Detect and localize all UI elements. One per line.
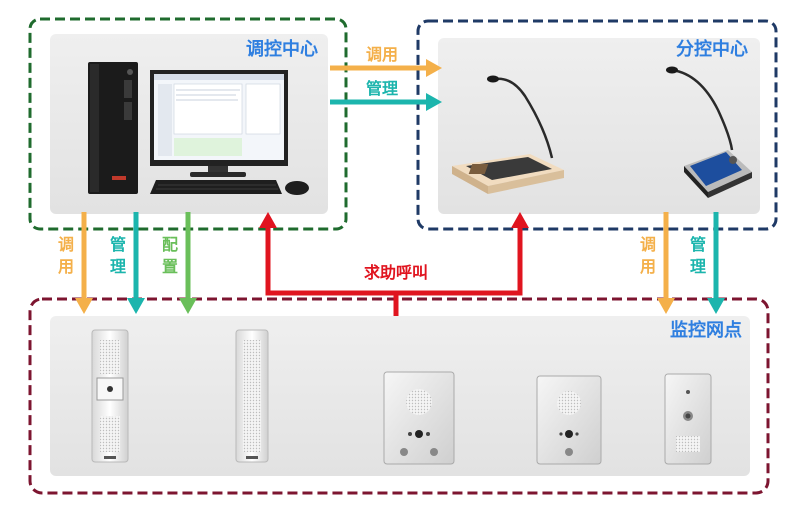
edge-left-manage: 管 理 (110, 212, 145, 314)
control-center-node: 调控中心 (28, 17, 348, 231)
sub-control-terminal-icon (666, 66, 752, 198)
edge-right-call-label-2: 用 (640, 257, 656, 276)
edge-left-call-label-2: 用 (58, 257, 74, 276)
keyboard-icon (150, 180, 282, 194)
column-speaker-icon (235, 329, 269, 463)
sub-control-center-node: 分控中心 (416, 19, 778, 231)
sub-control-center-title: 分控中心 (676, 38, 748, 60)
edge-right-manage-label-1: 管 (690, 235, 706, 254)
edge-left-manage-label-1: 管 (110, 235, 126, 254)
edge-right-call-label-1: 调 (640, 235, 656, 254)
help-intercom-panel-2-icon (536, 375, 602, 465)
edge-left-manage-label-2: 理 (110, 257, 126, 276)
monitoring-points-title: 监控网点 (670, 319, 742, 341)
edge-top-call-label: 调用 (366, 45, 398, 64)
edge-left-call-label-1: 调 (58, 235, 74, 254)
mouse-icon (285, 181, 309, 195)
edge-right-manage: 管 理 (690, 212, 725, 314)
edge-top-call: 调用 (330, 45, 442, 77)
edge-top-manage: 管理 (330, 79, 442, 111)
help-intercom-panel-1-icon (383, 371, 455, 465)
edge-left-config-label-1: 配 (162, 235, 178, 254)
pc-tower-icon (88, 62, 138, 194)
control-center-title: 调控中心 (246, 38, 318, 60)
monitoring-points-border (28, 297, 770, 495)
sub-control-center-border (416, 19, 778, 231)
edge-help-call: 求助呼叫 (259, 212, 529, 316)
edge-right-call: 调 用 (640, 212, 675, 314)
monitor-icon (150, 70, 288, 177)
edge-help-call-label: 求助呼叫 (364, 263, 428, 282)
column-speaker-camera-icon (91, 329, 129, 463)
monitoring-points-node: 监控网点 (28, 297, 770, 495)
help-intercom-panel-3-icon (664, 373, 712, 465)
edge-left-config-label-2: 置 (162, 257, 178, 276)
edge-top-manage-label: 管理 (366, 79, 398, 98)
edge-left-config: 配 置 (162, 212, 197, 314)
edge-right-manage-label-2: 理 (690, 257, 706, 276)
paging-console-icon (452, 75, 564, 194)
edge-left-call: 调 用 (58, 212, 93, 314)
